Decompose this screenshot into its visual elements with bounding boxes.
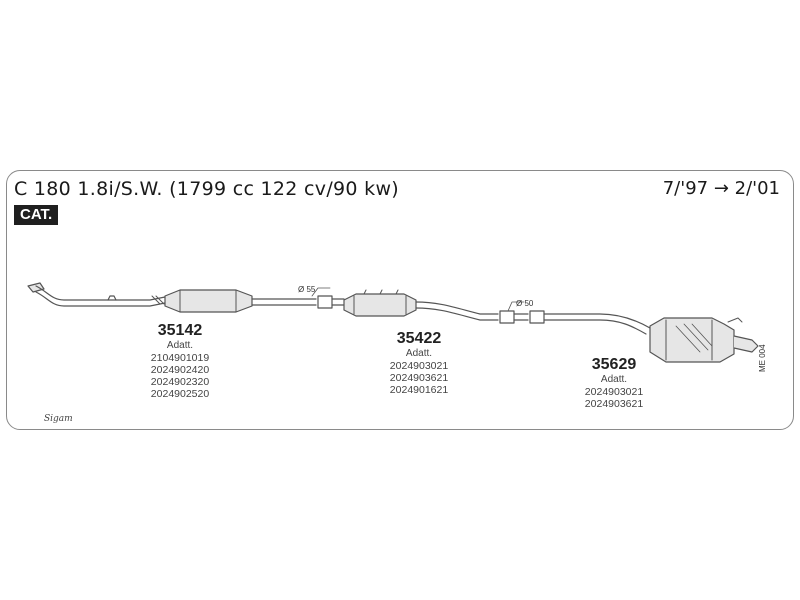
front-bracket [107, 295, 117, 301]
adatt-label: Adatt. [600, 374, 628, 385]
part-35629[interactable]: 35629 Adatt. 2024903021 2024903621 [554, 356, 674, 410]
part-code: 2024903621 [389, 372, 449, 384]
part-code: 2024901621 [389, 384, 449, 396]
part-35422[interactable]: 35422 Adatt. 2024903021 2024903621 20249… [359, 330, 479, 396]
clamp-2 [499, 310, 515, 324]
front-downpipe [35, 285, 166, 301]
catalytic-converter [164, 289, 253, 313]
part-code: 2024902520 [150, 388, 210, 400]
rear-hanger [727, 317, 743, 323]
part-code: 2104901019 [150, 352, 210, 364]
clamp-1 [317, 295, 333, 309]
leader-d50 [507, 301, 525, 312]
brand-logo: Sigam [44, 414, 73, 424]
clamp-3 [529, 310, 545, 324]
vehicle-title: C 180 1.8i/S.W. (1799 cc 122 cv/90 kw) [14, 178, 399, 200]
leader-d55 [311, 287, 331, 297]
mid-pipe-2 [415, 301, 499, 321]
part-number: 35629 [591, 356, 637, 373]
cat-badge: CAT. [14, 205, 59, 225]
rear-pipe [543, 313, 651, 335]
front-flange [27, 282, 45, 293]
diameter-label-50: Ø 50 [516, 299, 534, 308]
tailpipe [733, 335, 759, 353]
part-number: 35142 [157, 322, 203, 339]
mid-pipe-1 [251, 298, 317, 306]
part-code: 2024903621 [584, 398, 644, 410]
silencer-hangers [363, 289, 399, 295]
part-number: 35422 [396, 330, 442, 347]
reference-code: ME 004 [758, 344, 767, 372]
part-code: 2024902320 [150, 376, 210, 388]
middle-silencer [343, 293, 417, 317]
part-35142[interactable]: 35142 Adatt. 2104901019 2024902420 20249… [120, 322, 240, 400]
front-joint [151, 295, 165, 305]
part-code: 2024903021 [584, 386, 644, 398]
part-code: 2024903021 [389, 360, 449, 372]
adatt-label: Adatt. [405, 348, 433, 359]
year-range: 7/'97 → 2/'01 [662, 178, 780, 199]
part-code: 2024902420 [150, 364, 210, 376]
adatt-label: Adatt. [166, 340, 194, 351]
diameter-label-55: Ø 55 [298, 285, 316, 294]
